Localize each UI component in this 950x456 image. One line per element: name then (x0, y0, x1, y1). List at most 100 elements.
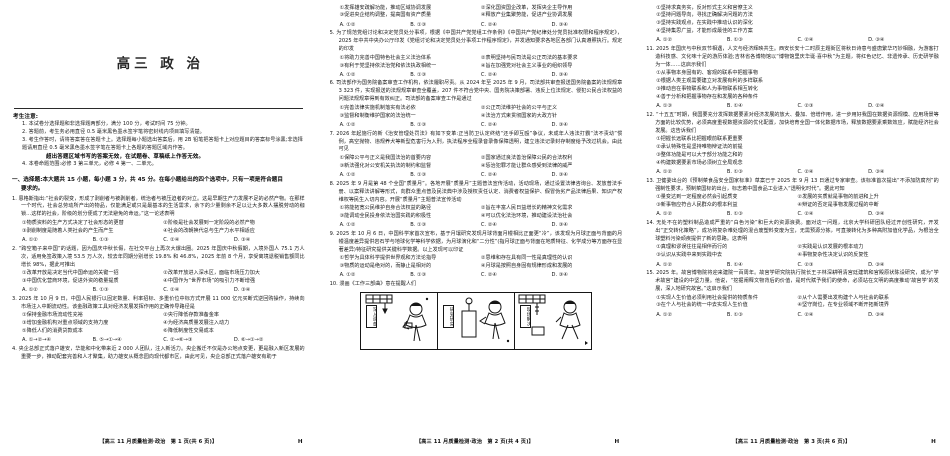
option-4[interactable]: ④中国作为“世界市场”的吸引力不断增强 (163, 277, 256, 284)
answer-d[interactable]: D. ③④ (233, 237, 251, 243)
option-4[interactable]: ④释放产业集聚势能，促进产业协调发展 (480, 12, 573, 19)
answer-a[interactable]: A. ①② (656, 37, 673, 44)
answer-b[interactable]: B. ①③ (410, 172, 427, 179)
answer-b[interactable]: B. ①③ (92, 237, 109, 243)
option-2[interactable]: ②表明坚持与民司法是公正司法的基本要求 (480, 54, 578, 61)
option-2[interactable]: ②深化国资国企改革，发挥央企主导作用 (480, 4, 573, 11)
answer-d[interactable]: D. ③④ (551, 121, 568, 128)
option-4[interactable]: ④为经济高质量发展注入动力 (163, 320, 230, 327)
answer-c[interactable]: C. ②④ (480, 21, 497, 28)
option-1[interactable]: ①发挥雄安疏解功能，推动区域协调发展 (339, 4, 432, 11)
answer-a[interactable]: A. ①② (339, 121, 356, 128)
answer-c[interactable]: C. ②④ (163, 287, 180, 294)
option-3[interactable]: ③坚持实践观点，在实践中推动认识的深化 (656, 20, 753, 27)
answer-d[interactable]: D. ③④ (868, 311, 885, 318)
answer-b[interactable]: B. ①③ (410, 21, 427, 28)
answer-c[interactable]: C. ②④ (480, 172, 497, 179)
option-4[interactable]: ④坚守岗位，在专业领域不断开拓新境界 (797, 302, 890, 309)
option-2[interactable]: ②实践是认识发展的根本动力 (797, 244, 864, 251)
option-3[interactable]: ③增加金融机构对重点领域的支持力度 (22, 320, 109, 327)
answer-a[interactable]: A. ①② (339, 222, 356, 229)
answer-b[interactable]: B. ①③ (726, 211, 743, 218)
option-3[interactable]: ③在个人与社会的统一中去实现人生价值 (656, 302, 748, 309)
option-1[interactable]: ①坚持求真务实，反对形式主义和官僚主义 (656, 4, 753, 11)
option-2[interactable]: ②旨在丰富人民日益增长的精神文化需求 (480, 205, 573, 211)
answer-c[interactable]: C. ②④ (480, 121, 497, 128)
option-3[interactable]: ③中国优化营商环境，促进外资的稳量提质 (22, 277, 119, 284)
option-4[interactable]: ④事物复杂性决定认识的反复性 (797, 252, 869, 259)
answer-b[interactable]: B. ①③ (726, 311, 743, 318)
answer-d[interactable]: D. ③④ (551, 272, 568, 279)
option-3[interactable]: ③能调动全民投身依法治国实践的积极性 (339, 212, 432, 219)
option-3[interactable]: ③推动自在事物联系和人为事物联系相互转化 (656, 86, 758, 93)
option-3[interactable]: ③新事物应符合人民群众的根本利益 (656, 202, 738, 209)
option-3[interactable]: ③整体功能是可以大于部分功能之和的 (656, 152, 743, 159)
option-1[interactable]: ①将能拓宽公民维护自身合法权益的路径 (339, 205, 432, 211)
answer-d[interactable]: D. ③④ (551, 222, 568, 229)
option-4[interactable]: ④可以优化法治环境，推动建设法治社会 (480, 212, 573, 219)
answer-b[interactable]: B. ①③ (726, 169, 743, 176)
option-1[interactable]: ①实现人生价值必须利用社会提供的物质条件 (656, 294, 758, 301)
answer-d[interactable]: D. ②④ (868, 103, 885, 110)
option-4[interactable]: ④构建数据要素市场必须树立全局观念 (656, 159, 743, 166)
option-1[interactable]: ①保持金融市场流动性充裕 (22, 312, 83, 319)
option-3[interactable]: ③新法强化对公安机关执法的制约和监督 (339, 162, 432, 169)
answer-c[interactable]: C. ②④ (480, 272, 497, 279)
answer-b[interactable]: B. ①③ (410, 121, 427, 128)
answer-a[interactable]: A. ①→②→④ (22, 337, 52, 344)
answer-a[interactable]: A. ①② (22, 237, 38, 243)
option-4[interactable]: ④法治方式束贯彻国家的大政方针 (480, 112, 558, 119)
answer-c[interactable]: C. ②④ (797, 311, 814, 318)
option-4[interactable]: ④惩治犯罪才能让群众感受到法律的威严 (480, 162, 573, 169)
option-3[interactable]: ③促进央企结构调整，提高国有资产质量 (339, 12, 432, 19)
answer-b[interactable]: B. ①④ (726, 261, 743, 268)
answer-d[interactable]: D. ③④ (868, 261, 885, 268)
answer-d[interactable]: D. ③④ (233, 287, 251, 294)
answer-a[interactable]: A. ①② (339, 272, 356, 279)
answer-a[interactable]: A. ①② (656, 211, 673, 218)
option-2[interactable]: ②承认特殊性是坚持唯物辩证法的前提 (656, 144, 743, 151)
option-2[interactable]: ②坚持问题导向，寻找正确解决问题的方法 (656, 12, 753, 19)
answer-d[interactable]: D. ⑥→①→② (233, 337, 264, 344)
answer-a[interactable]: A. ①② (656, 169, 673, 176)
answer-d[interactable]: D. ③④ (551, 21, 568, 28)
option-1[interactable]: ①保障公平与正义是我国法治的首要内容 (339, 154, 432, 161)
answer-a[interactable]: A. ①③ (656, 103, 673, 110)
option-2[interactable]: ②发展的实质就是事物的前进和上升 (797, 194, 879, 201)
option-4[interactable]: ④辩证的否定是事物发展过程的中断 (797, 202, 879, 209)
option-1[interactable]: ①物质资料的生产方式决定了社会形态的更替 (22, 219, 124, 226)
option-2[interactable]: ②改革开放进入深水区，面临市场压力加大 (163, 269, 260, 276)
option-1[interactable]: ①哲学为具体科学提供世界观和方法论指导 (339, 255, 437, 262)
answer-b[interactable]: B. ⑤→①→④ (92, 337, 122, 344)
answer-c[interactable]: C. ②④ (797, 211, 814, 218)
option-2[interactable]: ②央行降低存款准备金率 (163, 312, 220, 319)
option-2[interactable]: ②思维和存在具有同一性是真理性的认识 (480, 255, 573, 262)
option-6[interactable]: ⑥降低制度性交易成本 (163, 327, 214, 334)
answer-d[interactable]: D. ③④ (551, 172, 568, 179)
option-4[interactable]: ④善于分析和把握事物存在和发展的各种条件 (656, 94, 758, 101)
answer-c[interactable]: C. ②④ (163, 237, 180, 243)
answer-b[interactable]: B. ①③ (410, 272, 427, 279)
option-1[interactable]: ①真理和谬误往往是相伴而行的 (656, 244, 728, 251)
option-4[interactable]: ④月球是按照自身固有规律形成和发展的 (480, 263, 573, 270)
answer-a[interactable]: A. ①② (22, 287, 38, 294)
option-2[interactable]: ②国家通过良法善治保障公民的合法权利 (480, 154, 573, 161)
option-1[interactable]: ①把握长远联系比把握眼前联系更重要 (656, 136, 743, 143)
option-1[interactable]: ①完善法律实施机制落实有法必依 (339, 104, 416, 111)
option-1[interactable]: ①改革开放是决定当代中国命运的关键一招 (22, 269, 119, 276)
option-2[interactable]: ②阶级是社会发展到一定阶段的必然产物 (163, 219, 255, 226)
answer-a[interactable]: A. ①② (656, 311, 673, 318)
answer-b[interactable]: B. ①③ (410, 222, 427, 229)
option-4[interactable]: ④坚持集思广益，才能形成最佳的工作方案 (656, 28, 753, 35)
option-1[interactable]: ①量变达到一定程度必然会引起质变 (656, 194, 738, 201)
option-4[interactable]: ④旨在加强党对社会主义事业的组织领导 (480, 62, 573, 69)
answer-c[interactable]: C. ②④ (797, 169, 814, 176)
answer-b[interactable]: B. ①③ (410, 71, 427, 78)
option-2[interactable]: ②从个人需要出发构建个人与社会的联系 (797, 294, 890, 301)
answer-c[interactable]: C. ②④ (480, 71, 497, 78)
answer-a[interactable]: A. ①② (339, 172, 356, 179)
option-3[interactable]: ③物质的运动是绝对的，而静止是相对的 (339, 263, 432, 270)
option-3[interactable]: ③监督和制衡维护国家的法治统一 (339, 112, 416, 119)
answer-d[interactable]: D. ③④ (551, 71, 568, 78)
answer-c[interactable]: C. ②③ (797, 103, 814, 110)
